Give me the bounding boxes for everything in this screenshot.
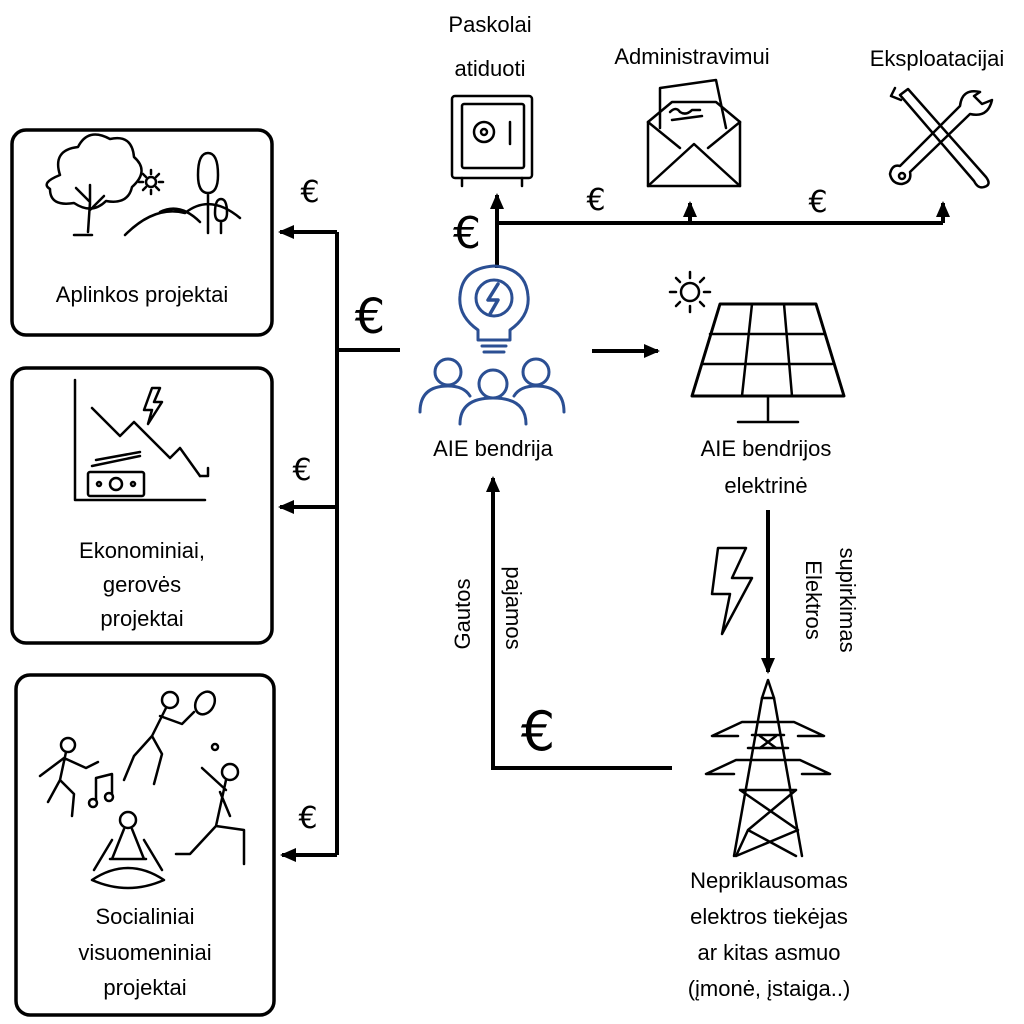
lightning-icon xyxy=(710,546,754,636)
nature-icon xyxy=(45,133,242,237)
economic-projects-line1: Ekonominiai, xyxy=(79,538,205,563)
euro-loan: € xyxy=(453,208,481,259)
power-tower-icon xyxy=(704,678,832,858)
arrow-income-to-community xyxy=(486,476,672,770)
supplier-label-line2: elektros tiekėjas xyxy=(690,904,848,929)
plant-label-line2: elektrinė xyxy=(724,473,807,498)
social-projects-box: Socialiniai visuomeniniai projektai xyxy=(14,673,276,1017)
economic-chart-icon xyxy=(73,378,210,502)
euro-exploit: € xyxy=(808,185,827,220)
loan-label-line1: Paskolai xyxy=(448,12,531,37)
supplier-label-line4: (įmonė, įstaiga..) xyxy=(688,976,851,1001)
solar-panel-icon xyxy=(690,302,846,424)
project-distribution-lines xyxy=(278,225,400,862)
social-projects-line1: Socialiniai xyxy=(95,904,194,929)
economic-projects-line3: projektai xyxy=(100,606,183,631)
income-label-line2: pajamos xyxy=(501,566,526,649)
lightbulb-icon xyxy=(458,264,530,354)
people-icon xyxy=(418,357,566,426)
sun-icon xyxy=(668,270,712,314)
supplier-label-line3: ar kitas asmuo xyxy=(697,940,840,965)
tools-icon xyxy=(888,86,994,189)
euro-env: € xyxy=(300,175,319,210)
economic-projects-box: Ekonominiai, gerovės projektai xyxy=(10,366,274,645)
admin-label: Administravimui xyxy=(614,44,769,69)
economic-projects-line2: gerovės xyxy=(103,572,181,597)
purchase-label-line2: supirkimas xyxy=(835,547,860,652)
loan-label-line2: atiduoti xyxy=(455,56,526,81)
euro-econ: € xyxy=(292,453,311,488)
safe-icon xyxy=(450,94,534,188)
euro-admin: € xyxy=(586,183,605,218)
community-label: AIE bendrija xyxy=(433,436,554,461)
environment-projects-box: Aplinkos projektai xyxy=(10,128,274,337)
euro-main-left: € xyxy=(355,289,386,345)
euro-social: € xyxy=(298,801,317,836)
purchase-label-line1: Elektros xyxy=(801,560,826,639)
exploit-label: Eksploatacijai xyxy=(870,46,1005,71)
people-activities-icon xyxy=(38,690,246,890)
community-icon xyxy=(418,264,566,426)
social-projects-line2: visuomeniniai xyxy=(78,940,211,965)
envelope-icon xyxy=(646,78,742,188)
euro-income: € xyxy=(521,700,555,763)
plant-label-line1: AIE bendrijos xyxy=(701,436,832,461)
income-label-line1: Gautos xyxy=(450,579,475,650)
environment-projects-label: Aplinkos projektai xyxy=(56,282,228,307)
social-projects-line3: projektai xyxy=(103,975,186,1000)
supplier-label-line1: Nepriklausomas xyxy=(690,868,848,893)
expenses-lines xyxy=(490,193,950,268)
